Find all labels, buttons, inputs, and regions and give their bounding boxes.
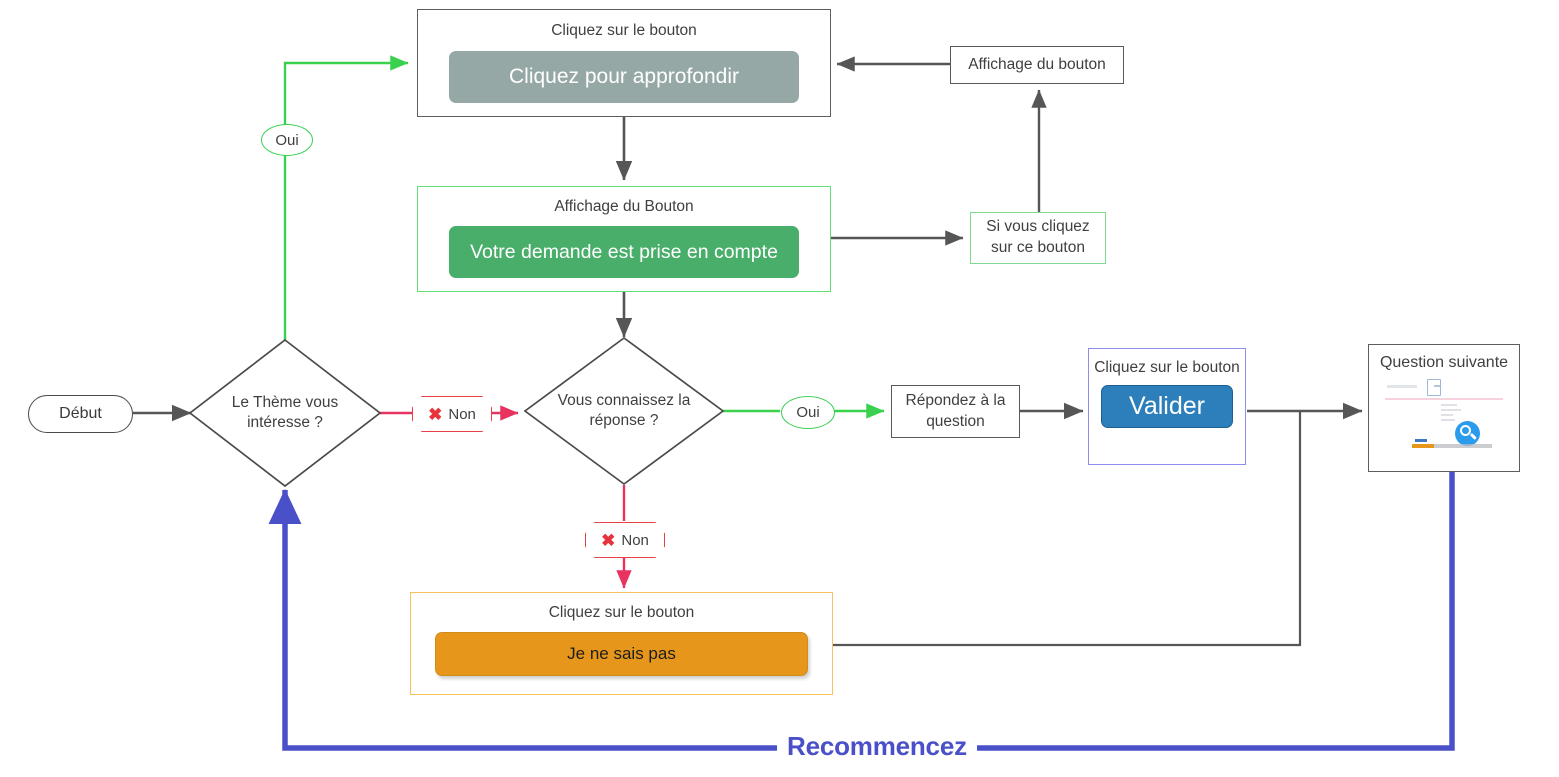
button-votre-demande-est-prise-en-compte[interactable]: Votre demande est prise en compte — [449, 226, 799, 279]
thumb-search-handle — [1470, 433, 1477, 440]
card-valider-caption: Cliquez sur le bouton — [1094, 359, 1240, 376]
thumb-option — [1441, 409, 1461, 412]
cross-icon: ✖ — [428, 404, 443, 424]
node-affichage-du-bouton: Affichage du bouton — [950, 46, 1124, 84]
thumb-option — [1441, 404, 1457, 407]
node-repondez-a-la-question: Répondez à la question — [891, 385, 1020, 438]
edge-label-oui-theme: Oui — [261, 124, 313, 156]
card-question-suivante[interactable]: Question suivante — [1368, 344, 1520, 472]
label-recommencez: Recommencez — [777, 731, 977, 762]
thumb-document-icon — [1427, 379, 1441, 397]
button-cliquez-pour-approfondir[interactable]: Cliquez pour approfondir — [449, 51, 799, 104]
node-decision-reponse[interactable]: Vous connaissez la réponse ? — [525, 338, 723, 484]
node-si-vous-cliquez-sur-ce-bouton: Si vous cliquez sur ce bouton — [970, 212, 1106, 264]
node-decision-theme[interactable]: Le Thème vous intéresse ? — [190, 340, 380, 486]
thumb-search-lens — [1460, 425, 1471, 437]
node-start[interactable]: Début — [28, 395, 133, 433]
edge-label-non-reponse: ✖ Non — [585, 522, 665, 558]
card-votre-demande-prise-en-compte: Affichage du Bouton Votre demande est pr… — [417, 186, 831, 292]
thumb-document-fold — [1434, 385, 1440, 387]
edge-label-non-theme: ✖ Non — [412, 396, 492, 432]
thumb-progress-blue — [1415, 439, 1427, 443]
thumb-search-icon — [1455, 421, 1480, 447]
thumb-divider-line — [1385, 398, 1503, 401]
card-prise-caption: Affichage du Bouton — [554, 198, 694, 215]
thumb-progress-orange — [1412, 444, 1434, 449]
card-je-ne-sais-pas: Cliquez sur le bouton Je ne sais pas — [410, 592, 833, 695]
card-je-ne-sais-pas-caption: Cliquez sur le bouton — [548, 604, 695, 621]
cross-icon: ✖ — [601, 530, 616, 550]
card-valider: Cliquez sur le bouton Valider — [1088, 348, 1246, 465]
card-cliquez-pour-approfondir: Cliquez sur le bouton Cliquez pour appro… — [417, 9, 831, 117]
edge-label-oui-reponse: Oui — [781, 396, 835, 429]
thumb-question-text — [1387, 385, 1417, 389]
card-approfondir-caption: Cliquez sur le bouton — [551, 22, 697, 39]
button-valider[interactable]: Valider — [1101, 385, 1233, 429]
decision-theme-label: Le Thème vous intéresse ? — [231, 393, 339, 431]
question-suivante-label: Question suivante — [1379, 354, 1509, 371]
thumb-option — [1441, 419, 1455, 422]
thumb-progress-grey — [1434, 444, 1492, 449]
decision-reponse-label: Vous connaissez la réponse ? — [557, 391, 691, 429]
thumb-option — [1441, 414, 1453, 417]
non-theme-text: Non — [448, 405, 476, 423]
question-suivante-thumbnail — [1379, 376, 1509, 455]
non-reponse-text: Non — [621, 531, 649, 549]
button-je-ne-sais-pas[interactable]: Je ne sais pas — [435, 632, 808, 677]
